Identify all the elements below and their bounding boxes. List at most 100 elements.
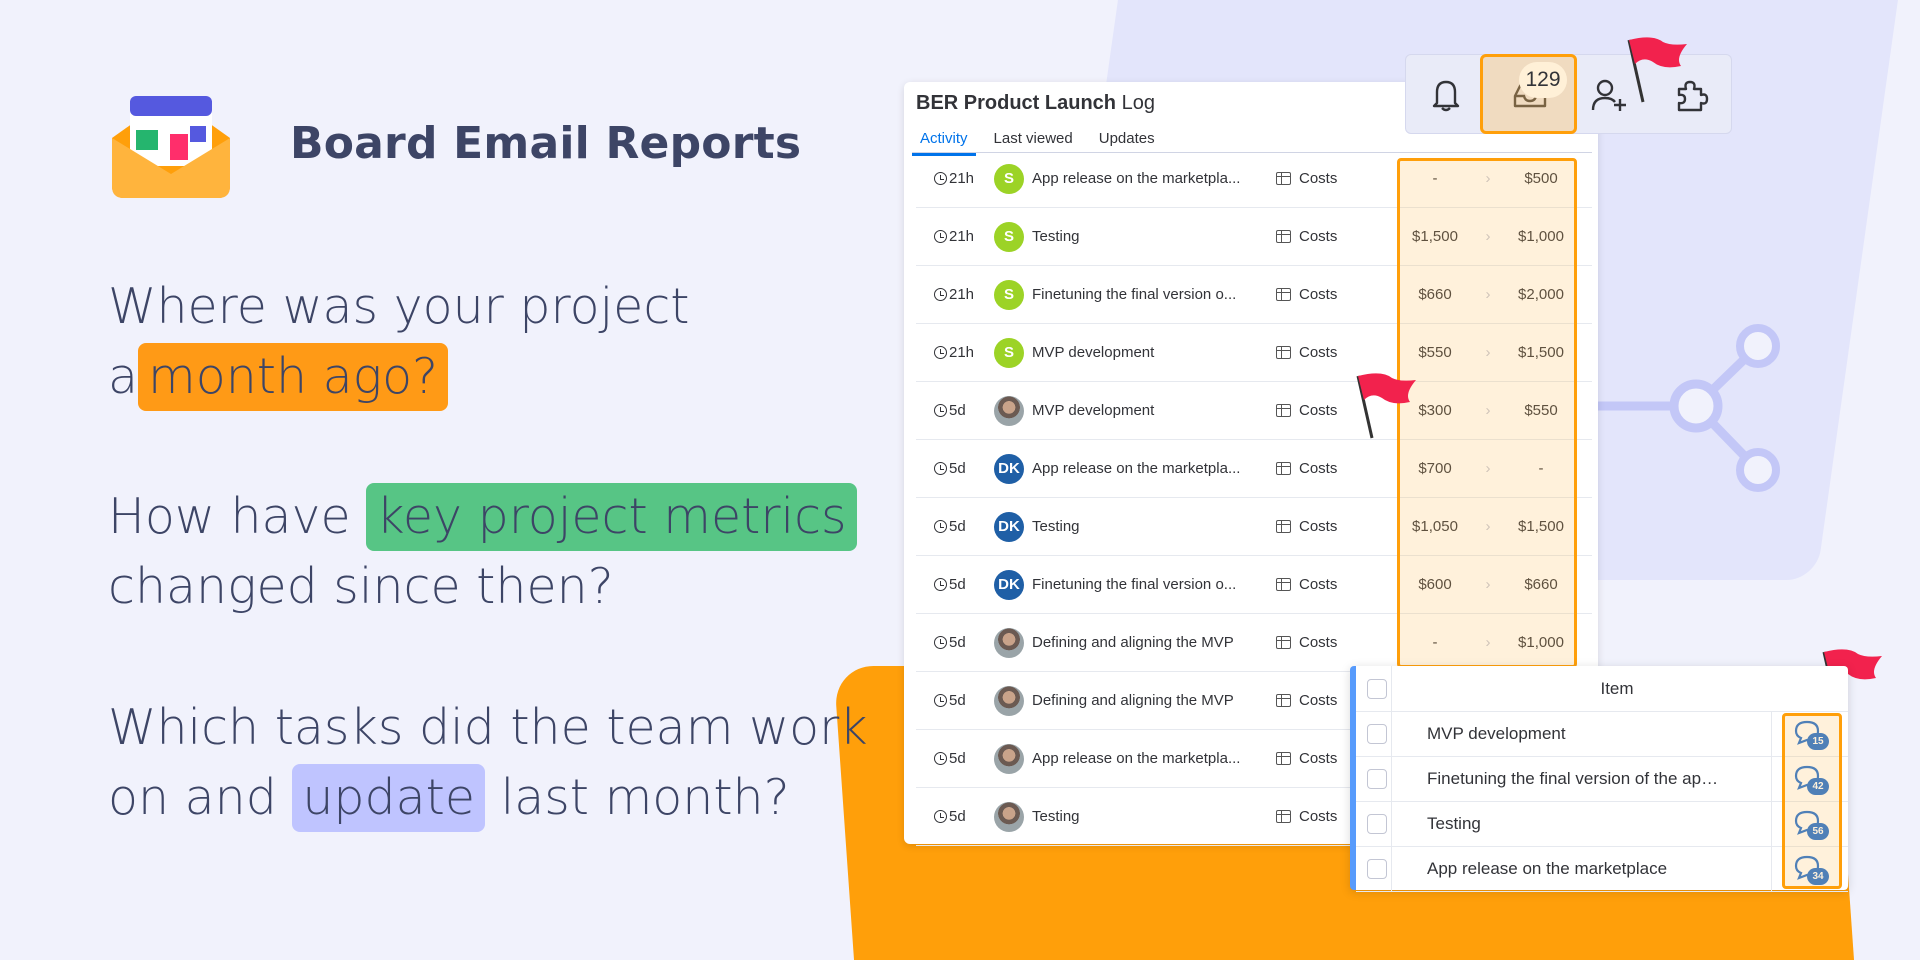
avatar[interactable]: S <box>994 279 1024 310</box>
avatar[interactable]: DK <box>994 453 1024 484</box>
log-row[interactable]: 21h S App release on the marketpla... Co… <box>916 150 1592 208</box>
chevron-right-icon: › <box>1485 344 1491 361</box>
log-row[interactable]: 21h S Testing Costs $1,500 › $1,000 <box>916 208 1592 266</box>
log-row-column: Costs <box>1276 286 1416 303</box>
bell-icon[interactable] <box>1406 55 1486 135</box>
log-row-time-label: 5d <box>949 402 966 419</box>
log-row[interactable]: 5d Defining and aligning the MVP Costs <box>916 672 1592 730</box>
log-row[interactable]: 5d MVP development Costs $300 › $550 <box>916 382 1592 440</box>
table-column-icon <box>1276 346 1291 359</box>
log-row-item[interactable]: MVP development <box>1032 402 1155 419</box>
updates-cell[interactable]: 34 <box>1771 847 1848 891</box>
item-name[interactable]: Finetuning the final version of the appl… <box>1427 769 1727 788</box>
table-row[interactable]: Finetuning the final version of the appl… <box>1356 757 1848 802</box>
items-table: Item MVP development 15 Finetuning the f… <box>1350 666 1848 892</box>
question-2-line-2: changed since then? <box>108 558 614 615</box>
updates-cell[interactable]: 15 <box>1771 712 1848 756</box>
comment-icon <box>1794 810 1820 835</box>
row-checkbox[interactable] <box>1367 769 1387 789</box>
row-checkbox[interactable] <box>1367 724 1387 744</box>
log-row-item[interactable]: App release on the marketpla... <box>1032 750 1241 767</box>
updates-cell[interactable]: 42 <box>1771 757 1848 801</box>
item-name[interactable]: Testing <box>1427 814 1481 833</box>
item-name[interactable]: MVP development <box>1427 724 1566 743</box>
log-row[interactable]: 5d DK App release on the marketpla... Co… <box>916 440 1592 498</box>
tab-updates[interactable]: Updates <box>1098 130 1155 147</box>
log-row-time: 21h <box>916 228 994 245</box>
log-header: BER Product Launch Log <box>916 92 1155 115</box>
avatar[interactable]: DK <box>994 511 1024 542</box>
log-row-item[interactable]: MVP development <box>1032 344 1155 361</box>
table-row[interactable]: MVP development 15 <box>1356 712 1848 757</box>
chevron-right-icon: › <box>1485 460 1491 477</box>
avatar[interactable] <box>994 627 1024 658</box>
log-row-item[interactable]: Testing <box>1032 808 1080 825</box>
log-row-to-value: $2,000 <box>1518 286 1564 303</box>
log-row-time-label: 21h <box>949 344 975 361</box>
log-row[interactable]: 5d App release on the marketpla... Costs <box>916 730 1592 788</box>
log-row-item[interactable]: Finetuning the final version o... <box>1032 286 1237 303</box>
tab-activity[interactable]: Activity <box>912 128 976 156</box>
log-row-column: Costs <box>1276 518 1416 535</box>
log-row[interactable]: 5d DK Testing Costs $1,050 › $1,500 <box>916 498 1592 556</box>
log-row-item[interactable]: App release on the marketpla... <box>1032 170 1241 187</box>
log-row[interactable]: 21h S MVP development Costs $550 › $1,50… <box>916 324 1592 382</box>
share-icon <box>1598 324 1780 492</box>
table-column-icon <box>1276 288 1291 301</box>
log-row-item[interactable]: Defining and aligning the MVP <box>1032 692 1234 709</box>
tab-last-viewed[interactable]: Last viewed <box>993 130 1073 147</box>
avatar[interactable]: S <box>994 163 1024 194</box>
log-row-column-label: Costs <box>1299 576 1338 593</box>
log-row-column-label: Costs <box>1299 170 1338 187</box>
log-row-from-value: - <box>1432 170 1438 187</box>
log-row[interactable]: 5d DK Finetuning the final version o... … <box>916 556 1592 614</box>
table-row[interactable]: App release on the marketplace 34 <box>1356 847 1848 892</box>
clock-icon <box>934 288 947 301</box>
avatar[interactable] <box>994 395 1024 426</box>
avatar[interactable]: DK <box>994 569 1024 600</box>
avatar[interactable]: S <box>994 221 1024 252</box>
log-row-time: 5d <box>916 634 994 651</box>
log-row-item[interactable]: Defining and aligning the MVP <box>1032 634 1234 651</box>
log-row-item[interactable]: Finetuning the final version o... <box>1032 576 1237 593</box>
log-row-change: $660 › $2,000 <box>1400 266 1576 324</box>
table-column-icon <box>1276 694 1291 707</box>
row-checkbox[interactable] <box>1367 814 1387 834</box>
column-divider <box>1391 802 1392 846</box>
clock-icon <box>934 752 947 765</box>
question-2-highlight: key project metrics <box>366 483 857 551</box>
log-row-item[interactable]: Testing <box>1032 518 1080 535</box>
clock-icon <box>934 520 947 533</box>
log-tabs: Activity Last viewed Updates <box>912 128 1173 156</box>
updates-bubble[interactable]: 34 <box>1793 854 1829 885</box>
log-row[interactable]: 21h S Finetuning the final version o... … <box>916 266 1592 324</box>
app-title: Board Email Reports <box>290 118 802 169</box>
question-3-suffix: last month? <box>500 769 790 826</box>
invite-user-icon[interactable] <box>1569 55 1649 135</box>
avatar[interactable]: S <box>994 337 1024 368</box>
row-checkbox[interactable] <box>1367 859 1387 879</box>
avatar[interactable] <box>994 743 1024 774</box>
puzzle-icon[interactable] <box>1651 55 1731 135</box>
avatar[interactable] <box>994 685 1024 716</box>
question-3: Which tasks did the team work on and upd… <box>108 693 868 833</box>
updates-bubble[interactable]: 56 <box>1793 809 1829 840</box>
updates-bubble[interactable]: 15 <box>1793 719 1829 750</box>
flag-icon <box>1627 37 1687 103</box>
log-row-change: $1,050 › $1,500 <box>1400 498 1576 556</box>
question-3-line-2: on and update last month? <box>108 763 868 833</box>
updates-cell[interactable]: 56 <box>1771 802 1848 846</box>
log-row-item[interactable]: Testing <box>1032 228 1080 245</box>
table-row[interactable]: Testing 56 <box>1356 802 1848 847</box>
log-row-to-value: $500 <box>1524 170 1558 187</box>
avatar[interactable] <box>994 801 1024 832</box>
updates-bubble[interactable]: 42 <box>1793 764 1829 795</box>
clock-icon <box>934 462 947 475</box>
log-row[interactable]: 5d Defining and aligning the MVP Costs -… <box>916 614 1592 672</box>
item-name[interactable]: App release on the marketplace <box>1427 859 1668 878</box>
updates-count: 56 <box>1807 823 1829 840</box>
log-row-item[interactable]: App release on the marketpla... <box>1032 460 1241 477</box>
log-row[interactable]: 5d Testing Costs <box>916 788 1592 846</box>
select-all-checkbox[interactable] <box>1367 678 1387 699</box>
log-row-time-label: 21h <box>949 286 975 303</box>
